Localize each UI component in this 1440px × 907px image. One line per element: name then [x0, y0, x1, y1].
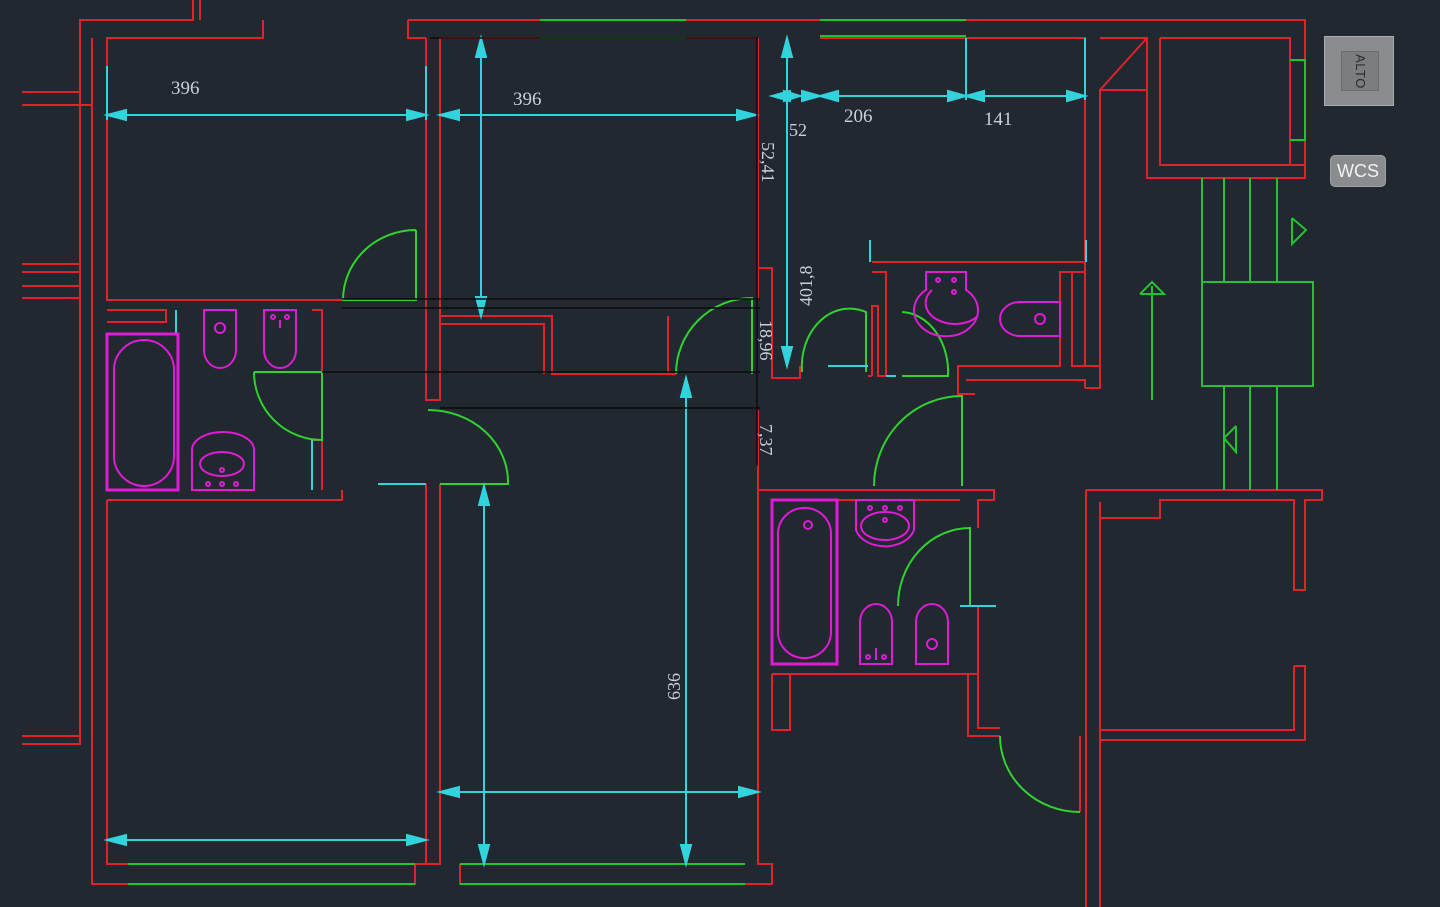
- toilet-wc: [999, 301, 1061, 337]
- viewcube[interactable]: ALTO: [1324, 36, 1394, 106]
- dim-52: 52: [789, 120, 807, 140]
- bathtub: [105, 332, 180, 492]
- dim-18-96: 18,96: [756, 320, 776, 361]
- dim-206: 206: [844, 106, 873, 127]
- viewcube-face[interactable]: ALTO: [1341, 51, 1379, 91]
- dim-141: 141: [984, 109, 1013, 130]
- toilet-2: [915, 603, 949, 665]
- sink-2: [855, 499, 915, 548]
- bidet: [263, 309, 297, 369]
- toilet: [203, 309, 237, 369]
- bathtub-2: [770, 498, 839, 666]
- wcs-button[interactable]: WCS: [1330, 155, 1386, 187]
- dim-636: 636: [664, 673, 684, 700]
- viewcube-face-label: ALTO: [1352, 53, 1368, 89]
- sink-wc: [913, 271, 979, 338]
- walls: [22, 0, 1323, 907]
- bath-fixtures: [105, 271, 1061, 666]
- sink: [191, 431, 255, 491]
- dim-396-mid: 396: [513, 89, 542, 110]
- dim-396-left: 396: [171, 78, 200, 99]
- doors: [253, 229, 1081, 813]
- dim-52-41: 52,41: [758, 142, 778, 183]
- bidet-2: [859, 603, 893, 665]
- dim-401-8: 401,8: [796, 266, 816, 307]
- dim-7-37: 7,37: [756, 424, 776, 456]
- leader-lines: [322, 37, 760, 466]
- dimension-lines: [103, 34, 1089, 868]
- windows: [128, 19, 1314, 885]
- dimension-labels: 396 396 52 206 141 52,41 401,8 18,96 7,3…: [171, 78, 1013, 700]
